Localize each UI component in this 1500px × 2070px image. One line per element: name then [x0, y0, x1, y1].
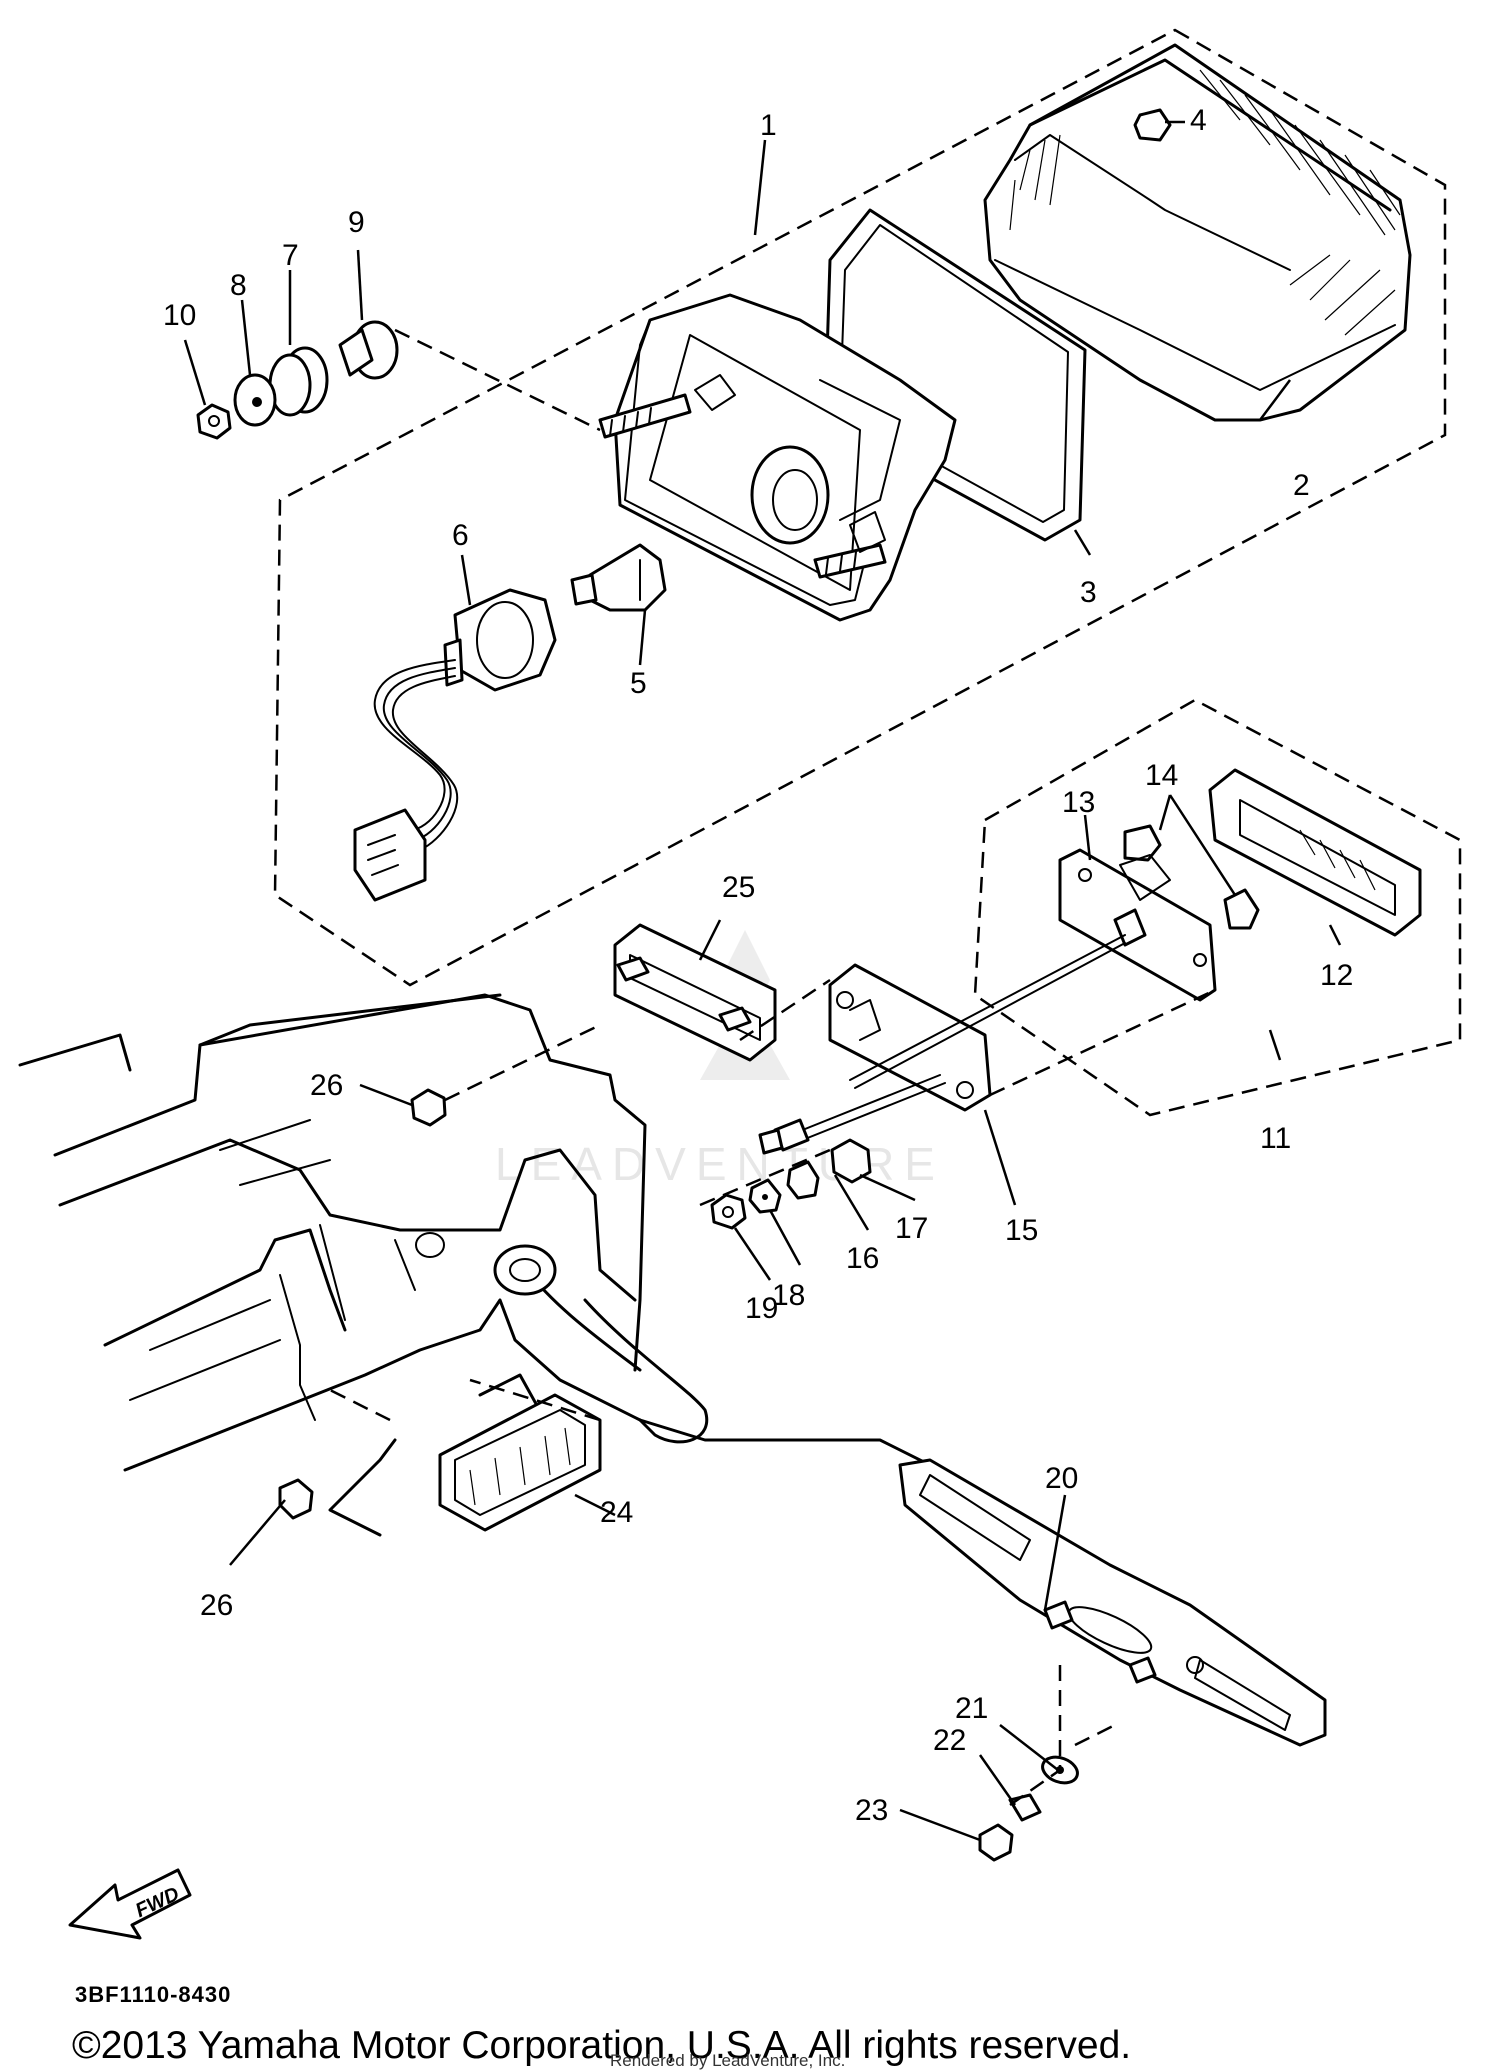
part-13-base-plate — [1058, 848, 1217, 1002]
part-18-washer — [748, 1178, 782, 1214]
callout-26-lower: 26 — [200, 1589, 233, 1622]
callout-3: 3 — [1080, 576, 1097, 609]
part-7-grommet — [268, 346, 329, 417]
rear-fender-frame — [18, 993, 982, 1537]
part-4-screw — [1133, 108, 1172, 142]
part-22-spring-washer — [1008, 1793, 1042, 1822]
rendered-by-text: Rendered by LeadVenture, Inc. — [610, 2051, 845, 2070]
part-12-license-lens — [1208, 768, 1422, 937]
callout-24: 24 — [600, 1496, 633, 1529]
callout-17: 17 — [895, 1212, 928, 1245]
callout-4: 4 — [1190, 104, 1207, 137]
part-25-reflector — [613, 923, 777, 1062]
part-10-nut — [196, 403, 232, 440]
callout-15: 15 — [1005, 1214, 1038, 1247]
callout-20: 20 — [1045, 1462, 1078, 1495]
callout-21: 21 — [955, 1692, 988, 1725]
callout-2: 2 — [1293, 469, 1310, 502]
callout-16: 16 — [846, 1242, 879, 1275]
part-15-bracket — [758, 934, 1126, 1155]
part-23-nut — [978, 1823, 1014, 1862]
callout-11: 11 — [1260, 1122, 1291, 1155]
leader-lines — [183, 120, 1342, 1842]
part-26-nut-lower — [278, 1478, 314, 1520]
part-8-washer — [233, 373, 277, 427]
callout-18: 18 — [772, 1279, 805, 1312]
callout-labels: 1 2 3 4 5 6 7 8 9 10 11 12 13 14 15 16 1… — [163, 104, 1353, 1827]
callout-6: 6 — [452, 519, 469, 552]
assembly-path-lines — [329, 978, 1216, 1807]
part-20-license-bracket — [898, 1458, 1327, 1747]
part-9-grommet — [338, 320, 399, 380]
callout-7: 7 — [282, 239, 299, 272]
part-26-nut-upper — [410, 1088, 447, 1127]
taillight-assembly-boundary — [273, 28, 1447, 987]
part-6-socket-harness — [353, 588, 557, 902]
callout-19: 19 — [745, 1292, 778, 1325]
forward-arrow: FWD — [68, 1868, 192, 1940]
callout-10: 10 — [163, 299, 196, 332]
diagram-code: 3BF1110-8430 — [75, 1982, 231, 2007]
callout-9: 9 — [348, 206, 365, 239]
taillight-housing — [598, 293, 957, 622]
part-14-bulb — [1123, 824, 1260, 930]
callout-23: 23 — [855, 1794, 888, 1827]
callout-13: 13 — [1062, 786, 1095, 819]
part-2-lens — [983, 43, 1412, 422]
part-3-gasket — [823, 208, 1087, 542]
callout-26-upper: 26 — [310, 1069, 343, 1102]
part-5-bulb — [570, 543, 667, 612]
callout-25: 25 — [722, 871, 755, 904]
part-16-collar — [786, 1160, 820, 1200]
copyright-text: ©2013 Yamaha Motor Corporation, U.S.A. A… — [72, 2024, 1131, 2067]
callout-1: 1 — [760, 109, 777, 142]
part-17-grommet — [830, 1138, 872, 1184]
callout-5: 5 — [630, 667, 647, 700]
callout-8: 8 — [230, 269, 247, 302]
callout-22: 22 — [933, 1724, 966, 1757]
part-19-nut — [710, 1193, 747, 1230]
part-24-side-reflector — [438, 1393, 602, 1532]
callout-14: 14 — [1145, 759, 1178, 792]
callout-12: 12 — [1320, 959, 1353, 992]
